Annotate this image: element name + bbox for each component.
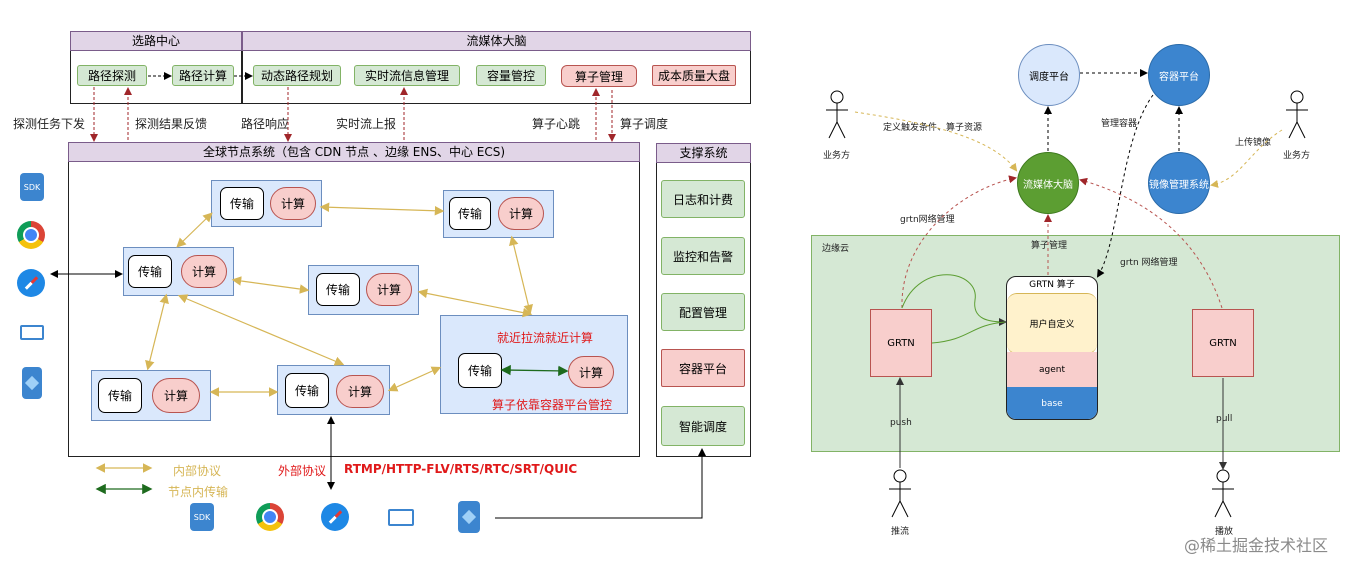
laptop-icon <box>17 322 47 342</box>
support-item-container: 容器平台 <box>661 349 745 387</box>
mobile-icon <box>458 501 480 533</box>
push-label: push <box>890 418 912 428</box>
brain-header: 流媒体大脑 <box>242 31 751 51</box>
transfer-box: 传输 <box>128 255 172 288</box>
grtn-left-box: GRTN <box>870 309 932 377</box>
transfer-box: 传输 <box>449 197 491 230</box>
support-header: 支撑系统 <box>656 143 751 163</box>
support-box <box>656 163 751 457</box>
support-item-monitor: 监控和告警 <box>661 237 745 275</box>
watermark: @稀土掘金技术社区 <box>1184 536 1329 555</box>
compute-box: 计算 <box>152 378 200 413</box>
person-icon <box>1212 469 1234 518</box>
container-platform-circle: 容器平台 <box>1148 44 1210 106</box>
pull-label: pull <box>1216 414 1233 424</box>
label-route-response: 路径响应 <box>241 117 290 131</box>
brain-item-dynamic-path: 动态路径规划 <box>253 65 341 86</box>
person-icon <box>889 469 911 518</box>
route-center-header: 选路中心 <box>70 31 242 51</box>
agent-layer: agent <box>1007 352 1097 388</box>
dispatch-platform-circle: 调度平台 <box>1018 44 1080 106</box>
biz-left-label: 业务方 <box>823 151 851 161</box>
label-stream-report: 实时流上报 <box>336 117 397 131</box>
support-item-config: 配置管理 <box>661 293 745 331</box>
trigger-label: 定义触发条件、算子资源 <box>883 123 983 133</box>
label-heartbeat: 算子心跳 <box>532 117 581 131</box>
nearby-top-label: 就近拉流就近计算 <box>497 331 594 345</box>
brain-item-cost-quality: 成本质量大盘 <box>652 65 736 86</box>
transfer-box: 传输 <box>98 378 142 413</box>
compute-box: 计算 <box>568 356 614 388</box>
grtn-right-box: GRTN <box>1192 309 1254 377</box>
laptop-icon <box>386 506 416 528</box>
legend-external: 外部协议 <box>278 464 327 478</box>
mirror-system-circle: 镜像管理系统 <box>1148 152 1210 214</box>
manage-container-label: 管理容器 <box>1101 119 1138 129</box>
grtn-mgmt-right-label: grtn 网络管理 <box>1120 258 1178 268</box>
brain-item-operator-mgmt: 算子管理 <box>561 65 637 87</box>
route-center-box <box>70 51 242 104</box>
global-node-box <box>68 162 640 457</box>
transfer-box: 传输 <box>285 373 329 408</box>
support-item-smart-schedule: 智能调度 <box>661 406 745 446</box>
mobile-icon <box>22 367 42 399</box>
compute-box: 计算 <box>366 273 412 306</box>
compute-box: 计算 <box>498 197 544 230</box>
grtn-operator-stack: GRTN 算子 用户自定义 agent base <box>1006 276 1098 420</box>
brain-item-realtime-stream: 实时流信息管理 <box>354 65 460 86</box>
global-node-header: 全球节点系统（包含 CDN 节点 、边缘 ENS、中心 ECS) <box>68 142 640 162</box>
biz-right-label: 业务方 <box>1283 151 1311 161</box>
brain-circle: 流媒体大脑 <box>1017 152 1079 214</box>
transfer-box: 传输 <box>220 187 264 220</box>
grtn-mgmt-left-label: grtn网络管理 <box>900 215 955 225</box>
player-label: 播放 <box>1215 527 1234 537</box>
legend-intra-node: 节点内传输 <box>168 485 229 499</box>
sdk-icon: SDK <box>20 173 44 201</box>
path-calc-box: 路径计算 <box>172 65 234 86</box>
label-detect-feedback: 探测结果反馈 <box>135 117 208 131</box>
edge-cloud-label: 边缘云 <box>822 244 850 254</box>
chrome-icon <box>256 503 284 531</box>
pusher-label: 推流 <box>891 527 910 537</box>
compute-box: 计算 <box>270 187 316 220</box>
chrome-icon <box>17 221 45 249</box>
legend-protocols: RTMP/HTTP-FLV/RTS/RTC/SRT/QUIC <box>344 462 578 476</box>
grtn-operator-title: GRTN 算子 <box>1029 280 1075 290</box>
base-layer: base <box>1007 387 1097 419</box>
sdk-icon: SDK <box>190 503 214 531</box>
legend-internal: 内部协议 <box>173 464 222 478</box>
compute-box: 计算 <box>181 255 227 288</box>
compute-box: 计算 <box>336 375 384 408</box>
support-item-log-billing: 日志和计费 <box>661 180 745 218</box>
upload-mirror-label: 上传镜像 <box>1235 138 1272 148</box>
safari-icon <box>321 503 349 531</box>
person-icon <box>826 90 848 139</box>
nearby-bottom-label: 算子依靠容器平台管控 <box>492 398 613 412</box>
person-icon <box>1286 90 1308 139</box>
operator-mgmt-label: 算子管理 <box>1031 241 1068 251</box>
transfer-box: 传输 <box>458 353 502 388</box>
brain-box <box>242 51 751 104</box>
path-detect-box: 路径探测 <box>77 65 147 86</box>
user-defined-layer: 用户自定义 <box>1007 293 1097 354</box>
label-schedule: 算子调度 <box>620 117 669 131</box>
label-detect-task: 探测任务下发 <box>13 117 86 131</box>
brain-item-capacity: 容量管控 <box>476 65 546 86</box>
safari-icon <box>17 269 45 297</box>
